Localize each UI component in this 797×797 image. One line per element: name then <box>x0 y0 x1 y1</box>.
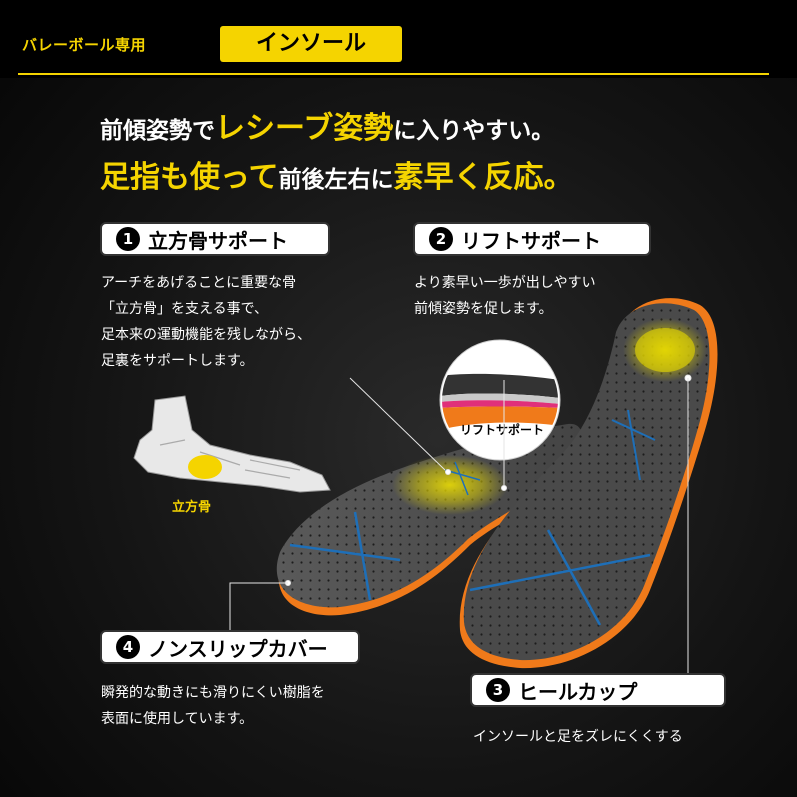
feature-3-desc-line: インソールと足をズレにくくする <box>473 729 683 745</box>
feature-4-label: 4 ノンスリップカバー <box>100 630 360 664</box>
category-label: バレーボール専用 <box>22 36 147 54</box>
bone-caption: 立方骨 <box>172 500 212 515</box>
header-divider <box>18 73 769 75</box>
feature-2-desc-line: 前傾姿勢を促します。 <box>414 301 553 317</box>
headline-1a: 前傾姿勢で <box>100 118 215 144</box>
lift-support-caption: リフトサポート <box>460 422 544 437</box>
feature-3-label: 3 ヒールカップ <box>470 673 726 707</box>
headline-line-2: 足指も使って前後左右に素早く反応。 <box>100 152 574 196</box>
feature-4-desc-line: 瞬発的な動きにも滑りにくい樹脂を <box>101 685 325 701</box>
product-badge: インソール <box>220 26 402 62</box>
feature-1-desc-line: 足裏をサポートします。 <box>101 353 254 369</box>
headline-2a: 足指も使って <box>100 160 279 195</box>
feature-2-label: 2 リフトサポート <box>413 222 651 256</box>
headline-2b: 前後左右に <box>278 167 394 193</box>
feature-4-title: ノンスリップカバー <box>148 636 328 661</box>
headline-line-1: 前傾姿勢でレシーブ姿勢に入りやすい。 <box>100 103 554 147</box>
feature-1-title: 立方骨サポート <box>148 228 288 253</box>
feature-3-number: 3 <box>486 678 510 702</box>
feature-3-desc: インソールと足をズレにくくする <box>473 724 683 750</box>
feature-1-desc: アーチをあげることに重要な骨 「立方骨」を支える事で、 足本来の運動機能を残しな… <box>101 270 311 374</box>
feature-2-desc: より素早い一歩が出しやすい 前傾姿勢を促します。 <box>414 270 596 322</box>
feature-1-label: 1 立方骨サポート <box>100 222 330 256</box>
feature-1-desc-line: 足本来の運動機能を残しながら、 <box>101 327 311 343</box>
feature-4-number: 4 <box>116 635 140 659</box>
feature-2-number: 2 <box>429 227 453 251</box>
feature-4-desc-line: 表面に使用しています。 <box>101 711 254 727</box>
feature-1-desc-line: アーチをあげることに重要な骨 <box>101 275 297 291</box>
left-insole-icon <box>276 423 586 616</box>
foot-bone-icon <box>133 395 331 493</box>
feature-3-title: ヒールカップ <box>518 679 638 704</box>
right-insole-icon <box>459 298 718 669</box>
feature-4-desc: 瞬発的な動きにも滑りにくい樹脂を 表面に使用しています。 <box>101 680 325 732</box>
headline-1c: に入りやすい。 <box>393 118 555 144</box>
leader-lines <box>229 374 692 673</box>
headline-2c: 素早く反応。 <box>393 160 574 195</box>
headline-1b: レシーブ姿勢 <box>215 111 394 146</box>
feature-2-desc-line: より素早い一歩が出しやすい <box>414 275 596 291</box>
feature-1-number: 1 <box>116 227 140 251</box>
feature-1-desc-line: 「立方骨」を支える事で、 <box>101 301 269 317</box>
lift-support-detail <box>439 339 561 461</box>
feature-2-title: リフトサポート <box>461 228 601 253</box>
